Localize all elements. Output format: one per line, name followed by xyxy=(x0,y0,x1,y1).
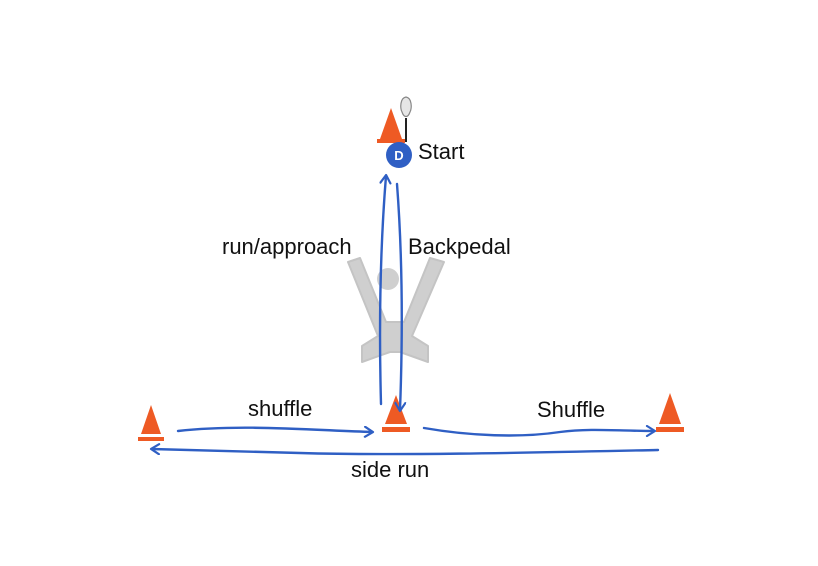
shuffle-left-path xyxy=(176,428,372,432)
cone-icon xyxy=(656,393,684,432)
backpedal-label: Backpedal xyxy=(408,234,511,259)
side-run-path xyxy=(152,449,660,456)
side-run-label: side run xyxy=(351,457,430,482)
cone-icon xyxy=(382,395,410,432)
shuffle-right-label: Shuffle xyxy=(537,397,606,422)
shuffle-right-path xyxy=(422,428,654,435)
run-approach-label: run/approach xyxy=(222,234,352,259)
drill-paths xyxy=(152,176,660,456)
lacrosse-stick-icon xyxy=(400,96,412,142)
player-icon: D xyxy=(386,142,412,168)
player-letter: D xyxy=(394,148,403,163)
goal-icon xyxy=(347,257,445,363)
backpedal-path xyxy=(397,182,402,410)
start-label: Start xyxy=(418,139,465,164)
cone-icon xyxy=(138,405,164,441)
cone-icon xyxy=(377,108,405,143)
shuffle-left-label: shuffle xyxy=(248,396,313,421)
run-approach-path xyxy=(378,176,386,406)
